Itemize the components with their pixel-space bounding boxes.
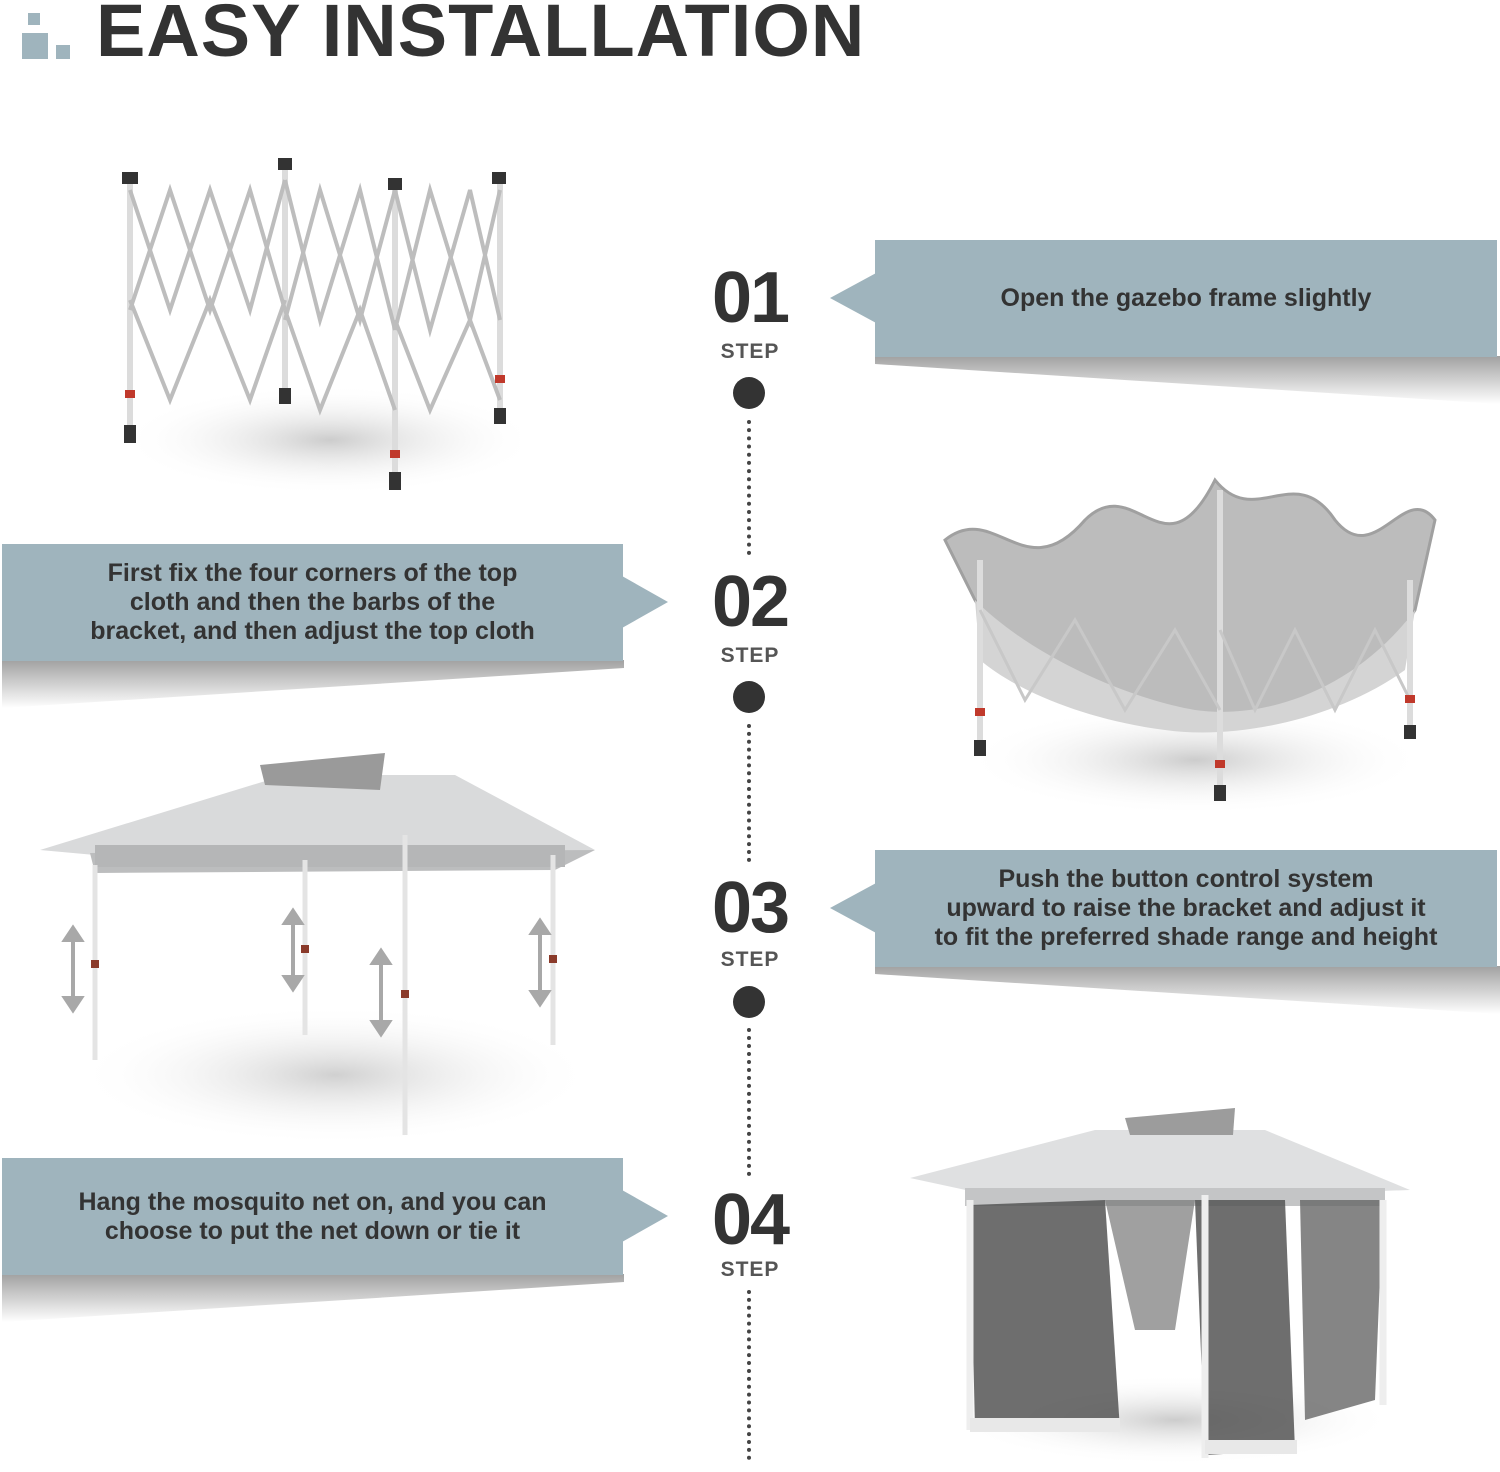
step-number-03: 03 — [711, 868, 790, 948]
gazebo-raise-illustration — [40, 753, 595, 1145]
step-label-04: STEP — [720, 1258, 780, 1281]
callout-shadow — [875, 356, 1500, 404]
callout-step-04: Hang the mosquito net on, and you can ch… — [2, 1158, 623, 1275]
callout-pointer — [830, 272, 878, 324]
step-number-04: 04 — [711, 1180, 790, 1260]
callout-pointer — [830, 882, 878, 934]
step-number-02: 02 — [711, 562, 790, 642]
callout-text-02: First fix the four corners of the top cl… — [90, 559, 535, 645]
step-number-01: 01 — [711, 258, 790, 338]
callout-text-04: Hang the mosquito net on, and you can ch… — [78, 1187, 547, 1245]
callout-shadow — [2, 660, 624, 708]
page-title: EASY INSTALLATION — [96, 0, 866, 72]
callout-step-02: First fix the four corners of the top cl… — [2, 544, 623, 661]
timeline-connector — [747, 420, 751, 555]
logo-squares-icon — [18, 5, 76, 63]
callout-pointer — [622, 576, 668, 628]
timeline-connector — [747, 724, 751, 862]
callout-pointer — [622, 1190, 668, 1242]
timeline-dot-01 — [733, 377, 765, 409]
timeline-dot-03 — [733, 986, 765, 1018]
callout-shadow — [875, 966, 1500, 1014]
gazebo-net-illustration — [910, 1108, 1410, 1465]
callout-text-03: Push the button control system upward to… — [934, 865, 1438, 951]
step-label-01: STEP — [720, 340, 780, 363]
gazebo-frame-illustration — [120, 158, 520, 495]
step-label-02: STEP — [720, 644, 780, 667]
timeline-connector — [747, 1290, 751, 1460]
timeline-connector — [747, 1028, 751, 1176]
step-label-03: STEP — [720, 948, 780, 971]
gazebo-cloth-illustration — [943, 477, 1437, 810]
callout-shadow — [2, 1274, 624, 1322]
callout-text-01: Open the gazebo frame slightly — [1000, 284, 1372, 312]
callout-step-03: Push the button control system upward to… — [875, 850, 1497, 967]
callout-step-01: Open the gazebo frame slightly — [875, 240, 1497, 357]
timeline-dot-02 — [733, 681, 765, 713]
